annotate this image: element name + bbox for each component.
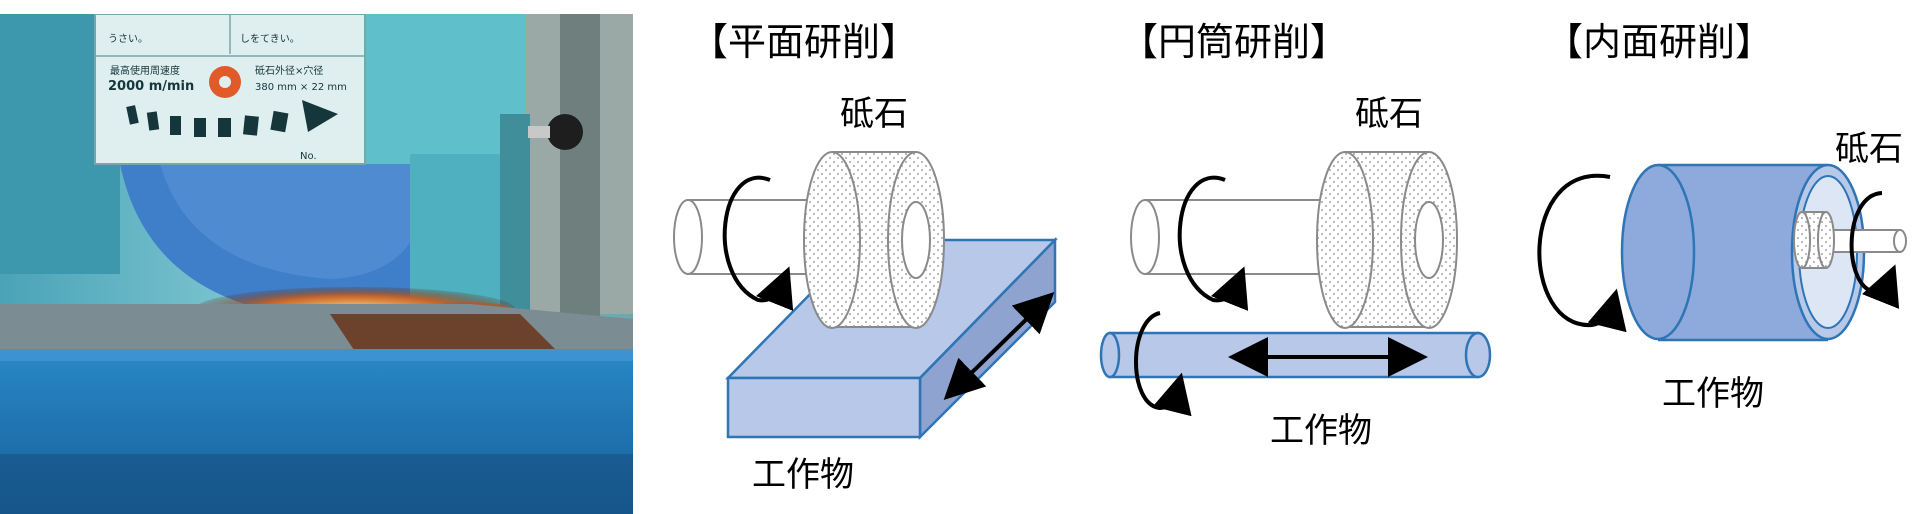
plate-wheel-heading: 砥石外径×穴径 xyxy=(255,64,323,77)
internal-wheel-rotation-arrow xyxy=(1849,191,1900,310)
warning-plate: うさい。 しをてきい。 最高使用周速度 2000 m/min 砥石外径×穴径 3… xyxy=(94,14,366,165)
internal-workpiece-label: 工作物 xyxy=(1662,374,1764,414)
cylindrical-wheel-rotation-arrow xyxy=(1177,175,1249,312)
plate-speed: 2000 m/min xyxy=(108,79,194,94)
surface-wheel-label: 砥石 xyxy=(840,94,908,134)
cylindrical-workpiece-rotation-arrow xyxy=(1134,311,1192,417)
surface-grinding-wheel xyxy=(803,151,945,329)
surface-feed-arrow xyxy=(943,292,1055,400)
cylindrical-spindle xyxy=(1130,199,1346,275)
internal-grinding-wheel xyxy=(1793,211,1907,269)
plate-text-left: うさい。 xyxy=(108,33,148,45)
internal-grinding-panel: 【内面研削】 砥石 工作物 xyxy=(1537,20,1907,414)
plate-speed-heading: 最高使用周速度 xyxy=(110,64,180,77)
internal-grinding-title: 【内面研削】 xyxy=(1545,20,1773,64)
plate-wheel-size: 380 mm × 22 mm xyxy=(255,82,347,93)
internal-wheel-label: 砥石 xyxy=(1835,129,1903,169)
cylindrical-workpiece-label: 工作物 xyxy=(1270,411,1372,451)
internal-workpiece-rotation-arrow xyxy=(1537,173,1627,333)
machine-knob xyxy=(547,114,583,150)
grinding-machine-photo: うさい。 しをてきい。 最高使用周速度 2000 m/min 砥石外径×穴径 3… xyxy=(0,14,633,514)
plate-rotation-arrow xyxy=(126,100,338,137)
surface-workpiece-label: 工作物 xyxy=(752,455,854,495)
cylindrical-grinding-title: 【円筒研削】 xyxy=(1120,20,1348,64)
surface-grinding-title: 【平面研削】 xyxy=(690,20,918,64)
cylindrical-grinding-wheel xyxy=(1316,151,1458,329)
cylindrical-wheel-label: 砥石 xyxy=(1355,94,1423,134)
svg-text:No.: No. xyxy=(300,151,317,162)
surface-rotation-arrow xyxy=(722,175,794,312)
cylindrical-grinding-panel: 【円筒研削】 砥石 工作物 xyxy=(1099,20,1492,451)
surface-grinding-panel: 【平面研削】 砥石 工作物 xyxy=(673,20,1058,495)
plate-text-right: しをてきい。 xyxy=(240,33,300,45)
